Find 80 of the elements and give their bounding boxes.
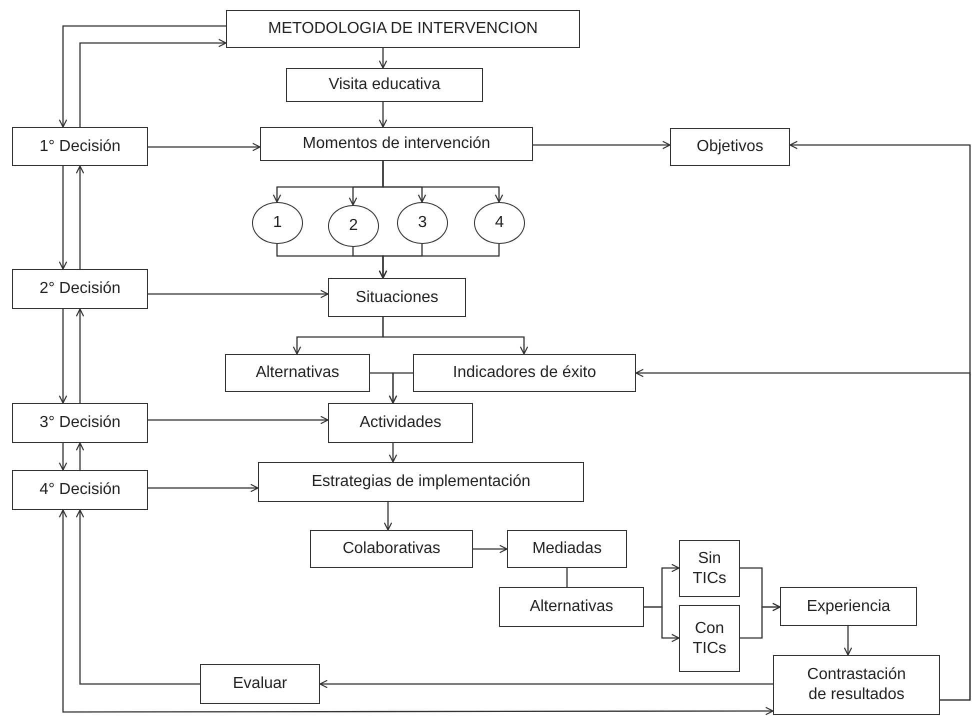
box-label: Indicadores de éxito [452,363,598,383]
box-label: 3 [417,213,428,233]
step-ellipse [474,202,525,244]
arrow [378,244,500,279]
arrow [635,368,971,701]
box-label: Alternativas [528,597,614,617]
step-ellipse [328,205,379,247]
box-label: Objetivos [696,137,764,157]
box-label: 1 [272,213,283,233]
box-label: 3° Decisión [38,413,122,433]
process-box [200,664,320,704]
arrow [388,372,413,404]
step-ellipse [397,202,448,244]
box-label: Alternativas [254,363,340,383]
box-label: 4° Decisión [38,480,122,500]
arrow [148,290,329,298]
process-box [670,128,790,166]
box-label: Estrategias de implementación [310,472,532,492]
arrow [58,25,226,128]
process-box [773,655,940,715]
arrow [58,443,68,471]
arrow [473,544,508,554]
process-box [328,278,466,317]
box-label: Situaciones [354,288,440,308]
arrow [58,166,68,270]
box-label: Contrastación de resultados [806,665,907,705]
arrow [79,38,227,127]
arrow [76,442,84,470]
process-box [413,354,636,392]
arrow [76,308,84,403]
arrow [388,443,398,463]
process-box [258,462,584,502]
arrow [58,309,68,404]
arrow [378,48,388,69]
process-box [679,540,740,597]
arrow [533,140,671,150]
process-box [780,587,917,626]
step-ellipse [252,202,303,244]
box-label: Momentos de intervención [302,134,492,154]
process-box [226,10,580,48]
arrow [58,509,774,716]
arrow [378,102,388,128]
box-label: Sin TICs [692,548,728,588]
process-box [12,470,148,510]
box-label: METODOLOGIA DE INTERVENCION [267,19,539,39]
arrow [148,142,261,152]
box-label: Actividades [358,413,442,433]
process-box [328,403,473,443]
process-box [260,127,533,161]
arrow [382,317,528,355]
process-box [12,127,148,166]
arrow [740,602,781,639]
arrow [319,680,773,688]
box-label: Mediadas [531,539,603,559]
process-box [310,530,473,568]
arrow [148,484,259,492]
box-label: 2 [348,216,359,236]
box-label: 4 [494,213,505,233]
arrow [382,161,504,203]
box-label: Colaborativas [342,539,442,559]
arrow [844,626,852,656]
arrow [76,509,200,685]
process-box [499,587,644,627]
arrow [644,606,680,642]
process-box [286,68,483,102]
process-box [12,403,148,443]
box-label: Visita educativa [328,75,442,95]
box-label: Experiencia [806,596,892,616]
connector-line [566,568,568,587]
box-label: Evaluar [232,674,288,694]
process-box [507,530,627,568]
box-label: 2° Decisión [38,279,122,299]
box-label: Con TICs [692,618,728,658]
process-box [225,354,370,392]
process-box [679,605,740,672]
arrow [148,416,329,424]
arrow [76,165,84,269]
process-box [12,269,148,309]
arrow [384,502,392,531]
box-label: 1° Decisión [38,136,122,156]
